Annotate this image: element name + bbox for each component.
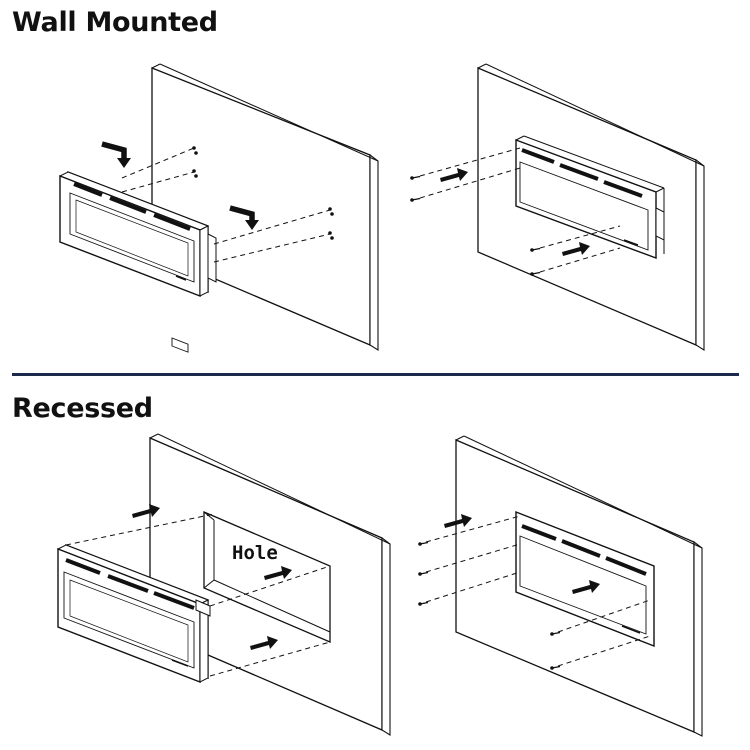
brand-badge bbox=[171, 337, 189, 353]
section-title-wall-mounted: Wall Mounted bbox=[12, 7, 218, 38]
fireplace-unit bbox=[58, 170, 217, 353]
straight-arrow-icon bbox=[132, 504, 160, 518]
fireplace-unit bbox=[56, 543, 211, 684]
straight-arrow-icon bbox=[444, 514, 472, 528]
hole-label: Hole bbox=[232, 542, 278, 564]
screw-icon bbox=[417, 571, 429, 577]
recessed-step-1: Hole bbox=[56, 433, 391, 736]
screw-icon bbox=[417, 541, 429, 547]
fireplace-unit bbox=[515, 510, 655, 648]
recessed-step-2 bbox=[417, 435, 703, 737]
straight-arrow-icon bbox=[572, 580, 600, 594]
fireplace-unit bbox=[515, 135, 665, 260]
section-title-recessed: Recessed bbox=[12, 393, 153, 424]
screw-icon bbox=[409, 175, 421, 181]
straight-arrow-icon bbox=[440, 168, 468, 182]
wall-mounted-step-1 bbox=[58, 63, 379, 353]
hook-arrow-icon bbox=[229, 205, 259, 230]
straight-arrow-icon bbox=[250, 636, 278, 650]
hook-arrow-icon bbox=[101, 141, 131, 168]
wall-panel bbox=[151, 63, 379, 351]
straight-arrow-icon bbox=[562, 242, 590, 256]
screw-icon bbox=[409, 197, 421, 203]
wall-mounted-step-2 bbox=[409, 63, 705, 351]
section-divider bbox=[12, 373, 739, 376]
straight-arrow-icon bbox=[264, 566, 292, 580]
screw-icon bbox=[417, 601, 429, 607]
